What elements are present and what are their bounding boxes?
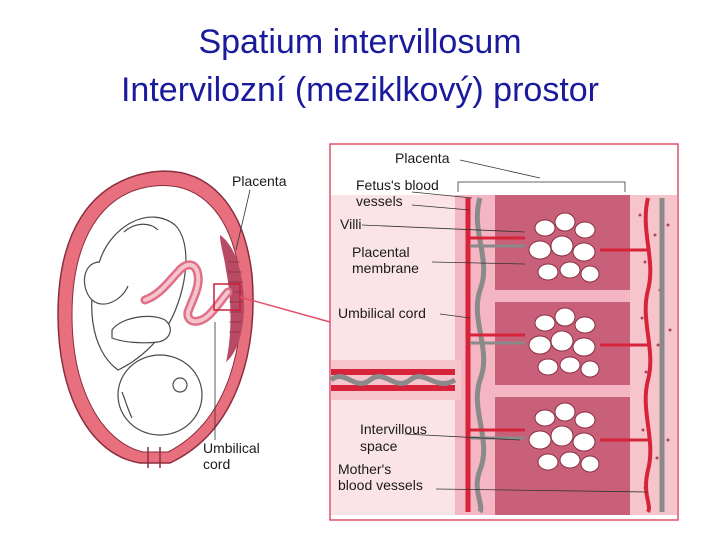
amnion-band [331,195,461,515]
fetus-face [121,391,133,419]
leader-lines [361,159,649,493]
villus-3 [528,402,600,473]
label-fetus-vessels-1: Fetus's blood [356,177,439,193]
fetal-vein-vertical [474,197,487,514]
decidua [630,195,677,515]
villus-2 [528,307,600,378]
placenta-hatching [228,261,243,333]
cord-vein-twist [329,374,457,386]
label-membrane-2: membrane [352,260,419,276]
placenta-detail: Placenta Fetus's blood vessels Villi Pla… [329,143,679,521]
maternal-artery [643,197,653,513]
label-umbilical-left-2: cord [203,456,230,472]
chorionic-plate [455,195,495,515]
label-mother-vessels-2: blood vessels [338,477,423,493]
label-intervillous-1: Intervillous [360,421,427,437]
fetus-ear [172,377,188,393]
label-membrane-1: Placental [352,244,410,260]
label-placenta-right: Placenta [395,150,450,166]
fetus-foot [123,223,159,233]
label-fetus-vessels-2: vessels [356,193,403,209]
uterus-figure: Placenta Umbilical cord [57,170,331,472]
fetus-leg [83,261,129,305]
cervix-gap [147,447,161,468]
fetus-head [117,354,203,436]
label-placenta-left: Placenta [232,173,287,189]
label-umbilical-right: Umbilical cord [338,305,426,321]
placenta-left [220,235,244,362]
fetus-arm [111,315,171,344]
septum-2 [495,385,630,397]
zoom-connector [239,296,331,323]
villus-1 [528,212,600,283]
title-line-1: Spatium intervillosum [198,23,522,61]
label-umbilical-left-1: Umbilical [203,440,260,456]
title-line-2: Intervilozní (meziklkový) prostor [120,71,599,109]
label-villi: Villi [340,216,362,232]
fetus [83,216,203,436]
placenta-bracket [457,181,626,192]
septum-1 [495,290,630,302]
label-intervillous-2: space [360,438,398,454]
label-mother-vessels-1: Mother's [338,461,391,477]
